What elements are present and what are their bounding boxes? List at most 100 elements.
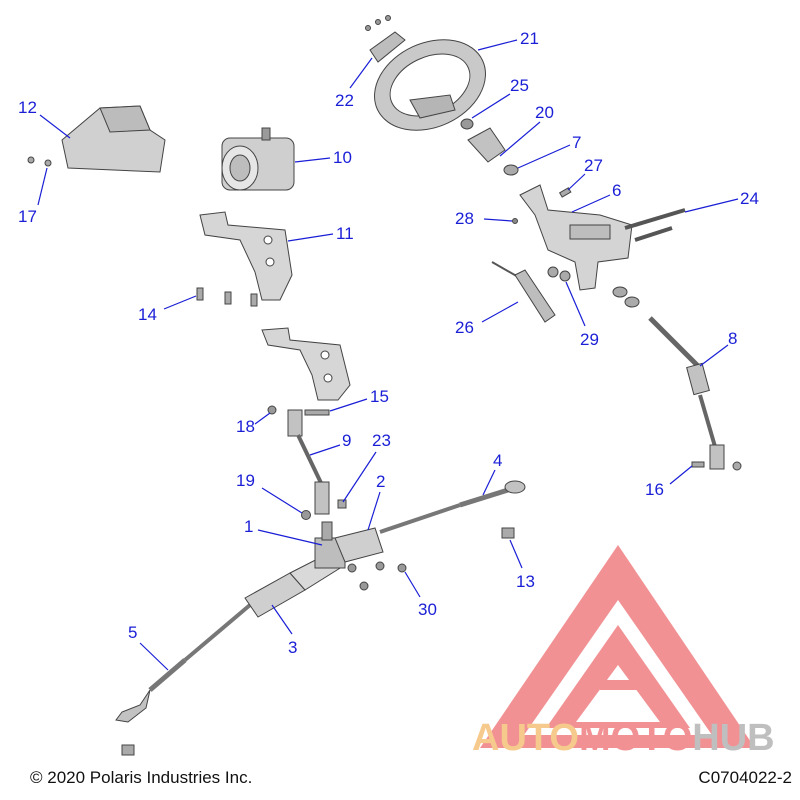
leader-line bbox=[482, 469, 496, 496]
callout-1: 1 bbox=[244, 517, 323, 546]
callout-label: 30 bbox=[418, 600, 437, 619]
leader-line bbox=[342, 451, 377, 503]
callout-10: 10 bbox=[294, 148, 352, 167]
leader-line bbox=[471, 93, 511, 119]
callout-label: 7 bbox=[572, 133, 581, 152]
callout-label: 1 bbox=[244, 517, 253, 536]
callout-label: 20 bbox=[535, 103, 554, 122]
leader-line bbox=[477, 39, 518, 51]
part-19-nut bbox=[301, 510, 311, 520]
leader-line bbox=[565, 281, 586, 327]
callout-26: 26 bbox=[455, 301, 519, 337]
part-21-steering-wheel bbox=[374, 39, 486, 131]
leader-line bbox=[139, 642, 169, 671]
leader-line bbox=[39, 114, 71, 139]
callout-12: 12 bbox=[18, 98, 71, 139]
leader-line bbox=[37, 167, 48, 206]
part-9-shaft bbox=[287, 409, 330, 515]
callout-18: 18 bbox=[236, 412, 271, 436]
part-17-screws bbox=[27, 156, 52, 167]
callout-2: 2 bbox=[367, 472, 385, 531]
part-25-nut bbox=[460, 118, 474, 130]
leader-line bbox=[404, 571, 421, 598]
callout-label: 27 bbox=[584, 156, 603, 175]
callout-21: 21 bbox=[477, 29, 539, 51]
part-14-bolts bbox=[196, 287, 258, 307]
callout-label: 5 bbox=[128, 623, 137, 642]
callout-label: 22 bbox=[335, 91, 354, 110]
part-24-long-bolts bbox=[624, 208, 686, 242]
leader-line bbox=[699, 344, 729, 367]
callout-23: 23 bbox=[342, 431, 391, 503]
callout-25: 25 bbox=[471, 76, 529, 119]
callout-label: 28 bbox=[455, 209, 474, 228]
leader-line bbox=[483, 218, 513, 222]
callout-11: 11 bbox=[287, 224, 354, 243]
leader-line bbox=[287, 233, 334, 242]
leader-line bbox=[254, 412, 271, 425]
leader-line bbox=[367, 491, 381, 531]
part-23-bolt bbox=[337, 499, 347, 509]
callout-label: 4 bbox=[493, 451, 502, 470]
part-26-strut bbox=[491, 261, 556, 323]
callout-16: 16 bbox=[645, 465, 693, 499]
part-29-nuts bbox=[547, 266, 571, 282]
part-30-nuts bbox=[347, 561, 407, 591]
part-bushings bbox=[612, 286, 640, 308]
part-6-column-bracket bbox=[519, 184, 633, 291]
leader-line bbox=[257, 529, 323, 546]
leader-line bbox=[481, 301, 519, 323]
part-5-tie-rod bbox=[115, 658, 187, 756]
callout-15: 15 bbox=[329, 387, 389, 412]
leader-line bbox=[517, 144, 571, 169]
leader-line bbox=[309, 444, 341, 456]
callout-label: 8 bbox=[728, 329, 737, 348]
part-11-bracket bbox=[199, 211, 293, 301]
leader-line bbox=[571, 194, 611, 213]
leader-line bbox=[669, 465, 693, 485]
callout-27: 27 bbox=[567, 156, 603, 191]
part-4-tie-rod bbox=[459, 480, 526, 508]
leader-line bbox=[329, 398, 368, 412]
callout-label: 25 bbox=[510, 76, 529, 95]
part-lower-bracket bbox=[261, 327, 351, 401]
callout-label: 16 bbox=[645, 480, 664, 499]
callout-label: 17 bbox=[18, 207, 37, 226]
callout-label: 6 bbox=[612, 181, 621, 200]
callout-label: 3 bbox=[288, 638, 297, 657]
part-16-bolt bbox=[691, 461, 705, 468]
leader-line bbox=[684, 198, 739, 213]
callout-24: 24 bbox=[684, 189, 759, 213]
part-7-ring bbox=[503, 164, 519, 176]
part-27-bolt bbox=[558, 187, 572, 198]
copyright-notice: © 2020 Polaris Industries Inc. bbox=[30, 768, 253, 787]
part-18-nut bbox=[267, 405, 277, 415]
drawing-code: C0704022-2 bbox=[698, 768, 792, 787]
callout-14: 14 bbox=[138, 295, 197, 324]
callout-3: 3 bbox=[271, 604, 297, 657]
callout-29: 29 bbox=[565, 281, 599, 349]
part-22-hub-plate bbox=[365, 15, 406, 63]
leader-line bbox=[294, 157, 331, 163]
callout-label: 10 bbox=[333, 148, 352, 167]
callout-label: 21 bbox=[520, 29, 539, 48]
callout-22: 22 bbox=[335, 57, 373, 110]
part-20-boot bbox=[467, 127, 506, 163]
part-8-shaft bbox=[648, 316, 725, 470]
callout-5: 5 bbox=[128, 623, 169, 671]
callout-label: 11 bbox=[336, 224, 354, 243]
callout-label: 19 bbox=[236, 471, 255, 490]
callout-6: 6 bbox=[571, 181, 621, 213]
callout-label: 24 bbox=[740, 189, 759, 208]
callout-label: 18 bbox=[236, 417, 255, 436]
callout-4: 4 bbox=[482, 451, 502, 496]
part-15-bolt bbox=[304, 409, 330, 416]
callout-7: 7 bbox=[517, 133, 581, 169]
callout-label: 29 bbox=[580, 330, 599, 349]
leader-line bbox=[509, 539, 523, 569]
callout-8: 8 bbox=[699, 329, 737, 367]
callout-17: 17 bbox=[18, 167, 48, 226]
leader-line bbox=[271, 604, 293, 635]
leader-line bbox=[567, 173, 586, 191]
